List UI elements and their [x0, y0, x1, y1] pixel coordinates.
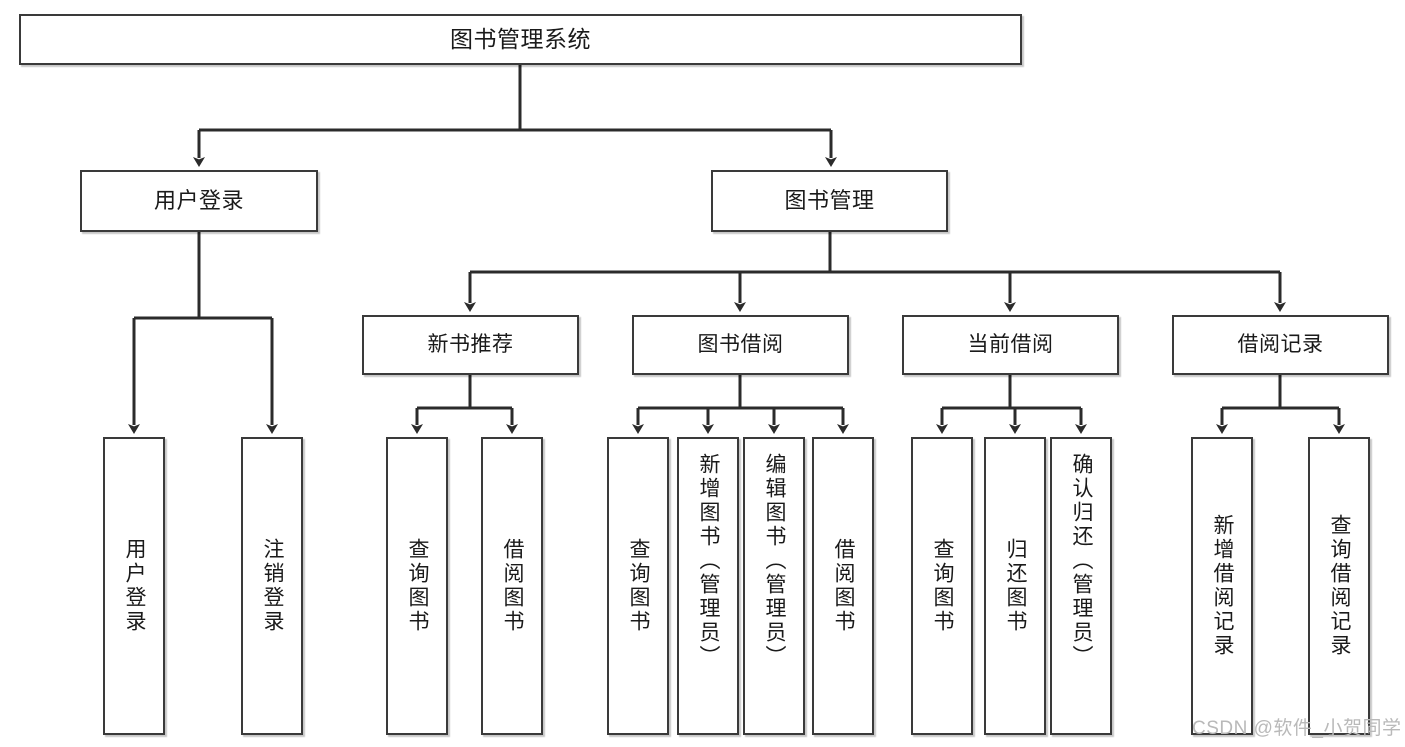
node-leaf-return-book[interactable]: 归还图书: [984, 437, 1046, 735]
node-book-manage-label: 图书管理: [784, 188, 875, 214]
node-leaf-confirm-return-label: 确认归还（管理员）: [1070, 453, 1094, 669]
node-leaf-query-borrow-record[interactable]: 查询借阅记录: [1308, 437, 1370, 735]
node-leaf-borrow-book-bor[interactable]: 借阅图书: [812, 437, 874, 735]
node-leaf-query-book-cur-label: 查询图书: [931, 538, 955, 634]
node-leaf-add-book-label: 新增图书（管理员）: [697, 453, 721, 669]
node-new-book-rec-label: 新书推荐: [427, 332, 514, 356]
node-borrow-record[interactable]: 借阅记录: [1172, 315, 1389, 375]
node-leaf-borrow-book-bor-label: 借阅图书: [832, 538, 856, 634]
node-leaf-borrow-book-rec[interactable]: 借阅图书: [481, 437, 543, 735]
node-leaf-confirm-return[interactable]: 确认归还（管理员）: [1050, 437, 1112, 735]
node-leaf-user-login-label: 用户登录: [123, 538, 147, 634]
node-new-book-rec[interactable]: 新书推荐: [362, 315, 579, 375]
node-leaf-edit-book-label: 编辑图书（管理员）: [763, 453, 787, 669]
node-leaf-add-borrow-record-label: 新增借阅记录: [1211, 514, 1235, 658]
node-leaf-query-book-rec[interactable]: 查询图书: [386, 437, 448, 735]
node-borrow-record-label: 借阅记录: [1237, 332, 1324, 356]
node-root-label: 图书管理系统: [450, 26, 591, 53]
node-current-borrow-label: 当前借阅: [967, 332, 1054, 356]
node-root[interactable]: 图书管理系统: [19, 14, 1022, 65]
node-leaf-add-borrow-record[interactable]: 新增借阅记录: [1191, 437, 1253, 735]
node-leaf-logout-label: 注销登录: [261, 538, 285, 634]
node-leaf-query-book-rec-label: 查询图书: [406, 538, 430, 634]
node-leaf-query-borrow-record-label: 查询借阅记录: [1328, 514, 1352, 658]
node-leaf-return-book-label: 归还图书: [1004, 538, 1028, 634]
node-leaf-add-book[interactable]: 新增图书（管理员）: [677, 437, 739, 735]
node-leaf-query-book-bor[interactable]: 查询图书: [607, 437, 669, 735]
node-book-borrow-label: 图书借阅: [697, 332, 784, 356]
node-book-borrow[interactable]: 图书借阅: [632, 315, 849, 375]
node-leaf-edit-book[interactable]: 编辑图书（管理员）: [743, 437, 805, 735]
node-leaf-query-book-cur[interactable]: 查询图书: [911, 437, 973, 735]
node-user-login[interactable]: 用户登录: [80, 170, 318, 232]
node-leaf-query-book-bor-label: 查询图书: [627, 538, 651, 634]
node-leaf-logout[interactable]: 注销登录: [241, 437, 303, 735]
node-leaf-user-login[interactable]: 用户登录: [103, 437, 165, 735]
node-leaf-borrow-book-rec-label: 借阅图书: [501, 538, 525, 634]
node-book-manage[interactable]: 图书管理: [711, 170, 948, 232]
node-current-borrow[interactable]: 当前借阅: [902, 315, 1119, 375]
node-user-login-label: 用户登录: [153, 188, 244, 214]
